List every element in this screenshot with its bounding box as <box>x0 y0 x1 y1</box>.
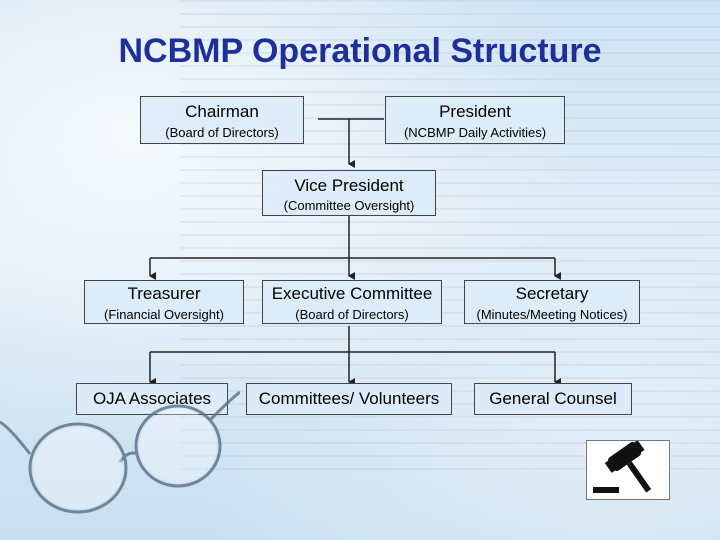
chairman-title: Chairman <box>185 102 259 121</box>
slide-title: NCBMP Operational Structure <box>118 32 602 70</box>
treasurer-box: Treasurer (Financial Oversight) <box>84 280 244 324</box>
general-counsel-title: General Counsel <box>489 389 617 408</box>
president-title: President <box>439 102 511 121</box>
general-counsel-box: General Counsel <box>474 383 632 415</box>
treasurer-title: Treasurer <box>127 284 201 303</box>
president-subtitle: (NCBMP Daily Activities) <box>403 125 547 140</box>
oja-associates-box: OJA Associates <box>76 383 228 415</box>
secretary-title: Secretary <box>515 284 589 303</box>
committees-volunteers-box: Committees/ Volunteers <box>246 383 452 415</box>
vice-president-subtitle: (Committee Oversight) <box>283 198 415 213</box>
secretary-box: Secretary (Minutes/Meeting Notices) <box>464 280 640 324</box>
executive-committee-subtitle: (Board of Directors) <box>295 307 409 322</box>
vice-president-box: Vice President (Committee Oversight) <box>262 170 436 216</box>
oja-associates-title: OJA Associates <box>92 389 212 408</box>
eyeglasses-icon <box>0 390 240 514</box>
gavel-frame <box>586 440 670 500</box>
committees-volunteers-title: Committees/ Volunteers <box>258 389 440 408</box>
treasurer-subtitle: (Financial Oversight) <box>104 307 224 322</box>
executive-committee-box: Executive Committee (Board of Directors) <box>262 280 442 324</box>
chairman-box: Chairman (Board of Directors) <box>140 96 304 144</box>
vice-president-title: Vice President <box>294 176 404 195</box>
chairman-subtitle: (Board of Directors) <box>165 125 279 140</box>
president-box: President (NCBMP Daily Activities) <box>385 96 565 144</box>
secretary-subtitle: (Minutes/Meeting Notices) <box>476 307 628 322</box>
gavel-icon <box>593 440 652 493</box>
executive-committee-title: Executive Committee <box>271 284 433 303</box>
